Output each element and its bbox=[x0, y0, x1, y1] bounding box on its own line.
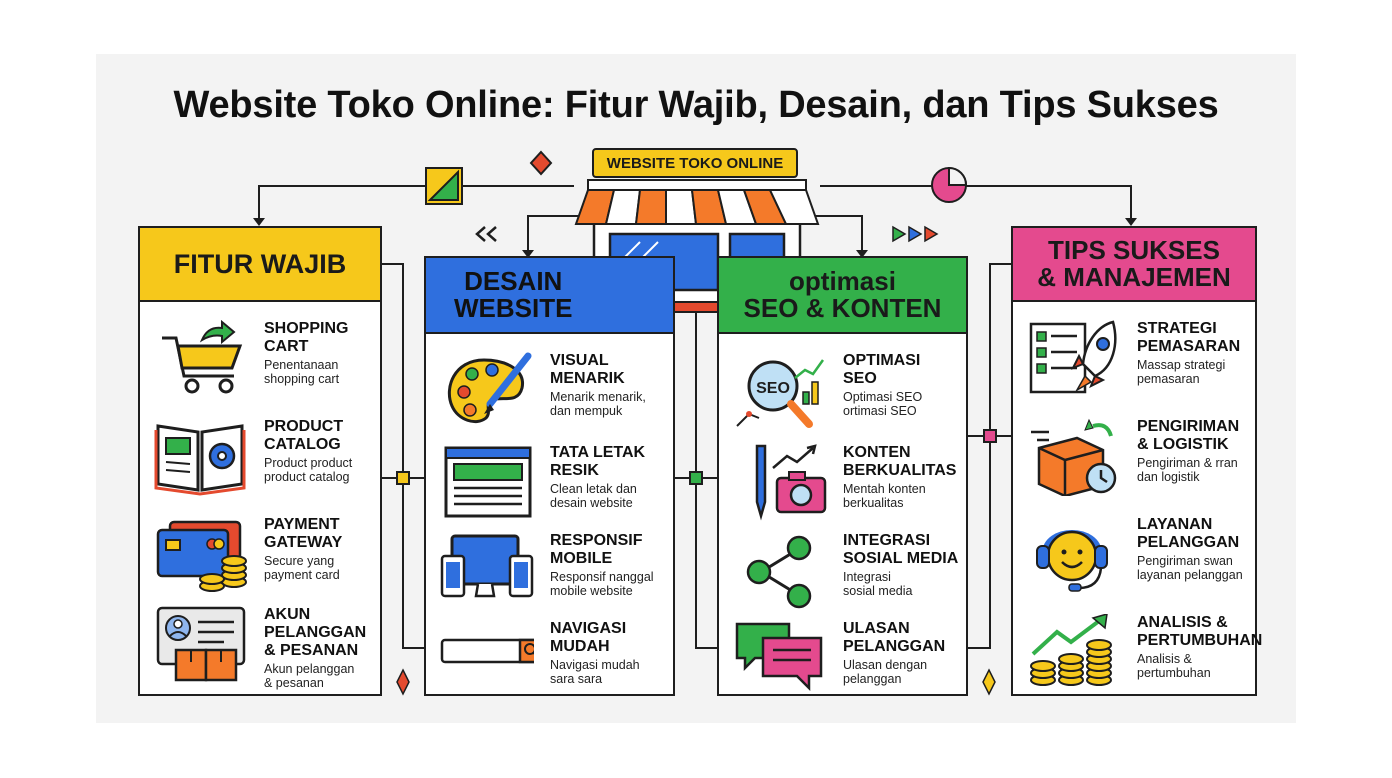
item-title: OPTIMASI SEO bbox=[843, 352, 921, 387]
item-description: Pengiriman & rran dan logistik bbox=[1137, 456, 1238, 484]
share-icon bbox=[733, 532, 827, 610]
center-label: WEBSITE TOKO ONLINE bbox=[592, 148, 798, 178]
item-title: AKUN PELANGGAN & PESANAN bbox=[264, 606, 367, 659]
account-card-icon bbox=[154, 606, 248, 684]
item-description: Navigasi mudah sara sara bbox=[550, 658, 640, 686]
wire-node bbox=[689, 471, 703, 485]
item-description: Massap strategi pemasaran bbox=[1137, 358, 1226, 386]
item-title: SHOPPING CART bbox=[264, 320, 349, 355]
item-description: Integrasi sosial media bbox=[843, 570, 913, 598]
item-title: ULASAN PELANGGAN bbox=[843, 620, 946, 655]
list-item: VISUAL MENARIK Menarik menarik, dan memp… bbox=[426, 346, 673, 436]
item-title: PENGIRIMAN & LOGISTIK bbox=[1137, 418, 1240, 453]
responsive-devices-icon bbox=[440, 532, 534, 610]
item-description: Product product product catalog bbox=[264, 456, 353, 484]
item-description: Secure yang payment card bbox=[264, 554, 340, 582]
item-title: LAYANAN PELANGGAN bbox=[1137, 516, 1240, 551]
column-seo-konten: optimasi SEO & KONTEN SEO OPTIMASI SEO O… bbox=[717, 256, 968, 696]
item-title: ANALISIS & PERTUMBUHAN bbox=[1137, 614, 1263, 649]
item-title: PAYMENT GATEWAY bbox=[264, 516, 343, 551]
package-clock-icon bbox=[1027, 418, 1121, 498]
list-item: PAYMENT GATEWAY Secure yang payment card bbox=[140, 510, 380, 600]
list-item: TATA LETAK RESIK Clean letak dan desain … bbox=[426, 438, 673, 528]
list-item: SHOPPING CART Penentanaan shopping cart bbox=[140, 314, 380, 404]
item-description: Clean letak dan desain website bbox=[550, 482, 637, 510]
column-heading: TIPS SUKSES & MANAJEMEN bbox=[1011, 226, 1257, 302]
list-item: PENGIRIMAN & LOGISTIK Pengiriman & rran … bbox=[1013, 412, 1255, 502]
item-description: Penentanaan shopping cart bbox=[264, 358, 340, 386]
column-desain-website: DESAIN WEBSITE VISUAL MENARIK Menarik me… bbox=[424, 256, 675, 696]
item-title: VISUAL MENARIK bbox=[550, 352, 625, 387]
headset-smiley-icon bbox=[1027, 516, 1121, 594]
list-item: LAYANAN PELANGGAN Pengiriman swan layana… bbox=[1013, 510, 1255, 600]
item-title: PRODUCT CATALOG bbox=[264, 418, 344, 453]
column-heading: DESAIN WEBSITE bbox=[424, 256, 675, 334]
item-description: Akun pelanggan & pesanan bbox=[264, 662, 355, 690]
shopping-cart-icon bbox=[154, 319, 248, 398]
diamond-icon bbox=[529, 150, 553, 176]
credit-card-coins-icon bbox=[154, 516, 248, 594]
item-description: Optimasi SEO ortimasi SEO bbox=[843, 390, 923, 418]
layout-browser-icon bbox=[440, 444, 534, 522]
growth-coins-icon bbox=[1027, 612, 1121, 692]
item-title: NAVIGASI MUDAH bbox=[550, 620, 627, 655]
item-description: Pengiriman swan layanan pelanggan bbox=[1137, 554, 1243, 582]
seo-magnifier-icon: SEO bbox=[733, 352, 827, 430]
column-heading: FITUR WAJIB bbox=[138, 226, 382, 302]
item-description: Analisis & pertumbuhan bbox=[1137, 652, 1211, 680]
list-item: PRODUCT CATALOG Product product product … bbox=[140, 412, 380, 502]
image-frame-icon bbox=[425, 167, 463, 205]
pen-camera-icon bbox=[733, 444, 827, 522]
checklist-rocket-icon bbox=[1027, 320, 1121, 398]
chat-bubbles-icon bbox=[733, 620, 827, 698]
list-item: ANALISIS & PERTUMBUHAN Analisis & pertum… bbox=[1013, 608, 1263, 698]
list-item: STRATEGI PEMASARAN Massap strategi pemas… bbox=[1013, 314, 1255, 404]
item-description: Responsif nanggal mobile website bbox=[550, 570, 654, 598]
item-title: INTEGRASI SOSIAL MEDIA bbox=[843, 532, 959, 567]
item-title: TATA LETAK RESIK bbox=[550, 444, 646, 479]
item-description: Ulasan dengan pelanggan bbox=[843, 658, 928, 686]
chevrons-left-icon bbox=[475, 226, 497, 242]
list-item: SEO OPTIMASI SEO Optimasi SEO ortimasi S… bbox=[719, 346, 966, 436]
item-description: Menarik menarik, dan mempuk bbox=[550, 390, 646, 418]
column-heading: optimasi SEO & KONTEN bbox=[717, 256, 968, 334]
item-title: STRATEGI PEMASARAN bbox=[1137, 320, 1241, 355]
column-fitur-wajib: FITUR WAJIB SHOPPING CART Penentanaan sh… bbox=[138, 226, 382, 696]
wire-node bbox=[983, 429, 997, 443]
sparkle-icon bbox=[396, 668, 996, 696]
wire-node bbox=[396, 471, 410, 485]
list-item: NAVIGASI MUDAH Navigasi mudah sara sara bbox=[426, 614, 673, 704]
pie-chart-icon bbox=[931, 166, 968, 203]
play-arrows-icon bbox=[892, 225, 939, 243]
item-title: RESPONSIF MOBILE bbox=[550, 532, 643, 567]
palette-icon bbox=[440, 352, 534, 430]
list-item: KONTEN BERKUALITAS Mentah konten berkual… bbox=[719, 438, 966, 528]
page-title: Website Toko Online: Fitur Wajib, Desain… bbox=[173, 84, 1219, 126]
list-item: RESPONSIF MOBILE Responsif nanggal mobil… bbox=[426, 526, 673, 616]
seo-badge: SEO bbox=[756, 380, 790, 397]
item-title: KONTEN BERKUALITAS bbox=[843, 444, 957, 479]
search-bar-icon bbox=[440, 620, 546, 698]
list-item: INTEGRASI SOSIAL MEDIA Integrasi sosial … bbox=[719, 526, 966, 616]
list-item: ULASAN PELANGGAN Ulasan dengan pelanggan bbox=[719, 614, 966, 704]
list-item: AKUN PELANGGAN & PESANAN Akun pelanggan … bbox=[140, 600, 380, 690]
item-description: Mentah konten berkualitas bbox=[843, 482, 926, 510]
catalog-book-icon bbox=[154, 418, 248, 496]
column-tips-sukses: TIPS SUKSES & MANAJEMEN STRATEGI PEMASAR… bbox=[1011, 226, 1263, 698]
